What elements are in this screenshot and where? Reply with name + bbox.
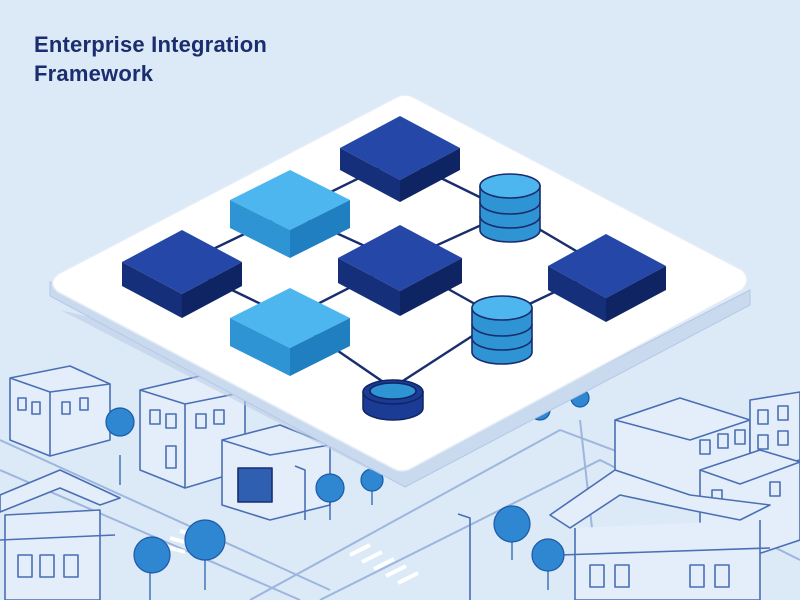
title-line-1: Enterprise Integration: [34, 32, 267, 57]
tree-icon: [184, 519, 226, 590]
street-lamp-left: [294, 465, 306, 520]
street-lamp-center: [457, 513, 471, 600]
title-line-2: Framework: [34, 61, 154, 86]
tree-icon: [360, 468, 384, 505]
node-block-dark-left: [122, 230, 242, 318]
node-database-upper: [479, 173, 541, 243]
node-ring-bottom: [362, 379, 424, 421]
tree-icon: [493, 505, 531, 560]
tree-icon: [133, 536, 171, 600]
diagram-title: Enterprise Integration Framework: [34, 30, 267, 88]
node-block-light-upper: [230, 170, 350, 258]
node-database-lower: [471, 295, 533, 365]
city-background: [0, 365, 800, 600]
tree-icon: [105, 407, 135, 485]
node-block-dark-right: [548, 234, 666, 322]
building-left-2: [139, 375, 246, 489]
tree-icon: [315, 473, 345, 520]
node-block-dark-center: [338, 225, 462, 316]
building-left-1: [9, 365, 111, 457]
node-block-light-lower: [230, 288, 350, 376]
building-left-3: [221, 424, 331, 521]
pagoda-left: [0, 469, 121, 600]
pagoda-right: [549, 469, 771, 600]
node-block-dark-top: [340, 116, 460, 202]
tree-icon: [531, 538, 565, 590]
